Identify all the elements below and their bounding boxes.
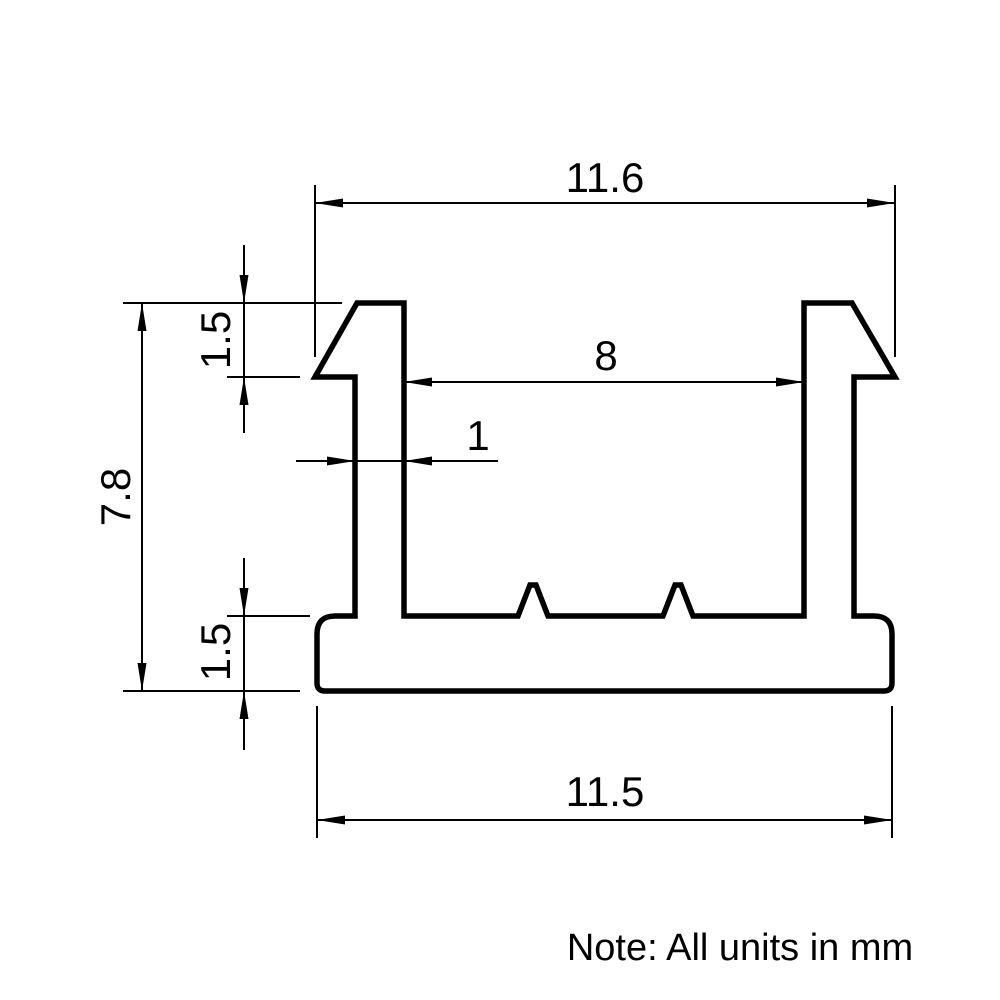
arrowhead-right-icon — [864, 815, 892, 825]
profile-outline — [310, 300, 900, 694]
dimension-inner-width: 8 — [404, 332, 804, 387]
dimension-label-base-width: 11.5 — [566, 768, 645, 815]
arrowhead-down-icon — [239, 275, 249, 303]
dimension-label-overall-height: 7.8 — [92, 468, 139, 526]
arrowhead-right-icon — [327, 456, 355, 466]
dimension-label-inner-width: 8 — [594, 332, 617, 379]
arrowhead-up-icon — [137, 303, 147, 331]
arrowhead-up-icon — [239, 377, 249, 405]
dimension-label-top-flange-height: 1.5 — [192, 311, 239, 369]
arrowhead-right-icon — [776, 377, 804, 387]
dimension-base-width: 11.5 — [316, 706, 893, 838]
dimension-label-base-height: 1.5 — [192, 623, 239, 681]
dimension-base-height: 1.5 — [192, 558, 310, 750]
dimension-label-wall-thickness: 1 — [466, 412, 489, 459]
arrowhead-left-icon — [404, 456, 432, 466]
units-note: Note: All units in mm — [567, 927, 913, 969]
arrowhead-left-icon — [404, 377, 432, 387]
dimension-label-top-width: 11.6 — [566, 154, 645, 201]
arrowhead-down-icon — [239, 588, 249, 616]
profile — [310, 300, 900, 694]
dimension-top-flange-height: 1.5 — [192, 245, 300, 433]
arrowhead-down-icon — [137, 663, 147, 691]
dimension-overall-height: 7.8 — [92, 302, 342, 692]
arrowhead-up-icon — [239, 691, 249, 719]
arrowhead-right-icon — [867, 198, 895, 208]
arrowhead-left-icon — [317, 815, 345, 825]
dimension-top-width: 11.6 — [314, 154, 896, 357]
arrowhead-left-icon — [315, 198, 343, 208]
dimension-wall-thickness: 1 — [296, 412, 498, 466]
